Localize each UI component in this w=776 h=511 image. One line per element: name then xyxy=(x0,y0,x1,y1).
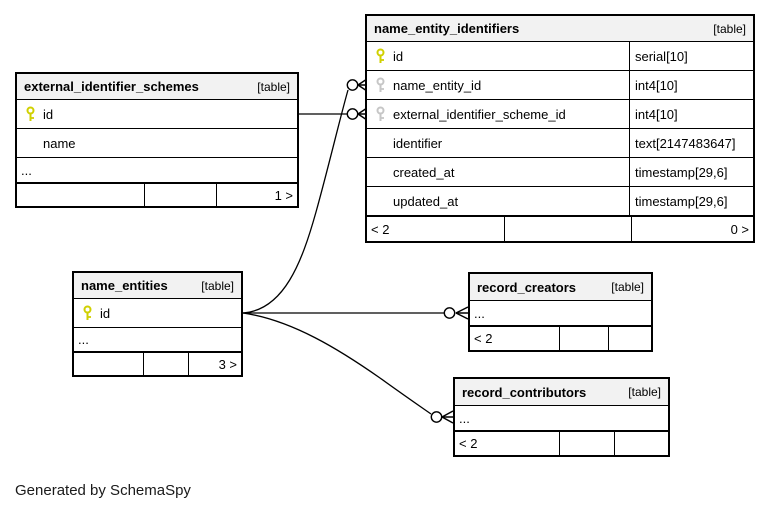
table-header[interactable]: name_entities [table] xyxy=(74,273,241,299)
zero-or-one-circle xyxy=(346,79,359,91)
column-name: external_identifier_scheme_id xyxy=(393,106,566,122)
column-name: name_entity_id xyxy=(393,77,482,93)
footer-parents-count xyxy=(615,432,668,455)
primary-key-icon xyxy=(374,48,386,64)
zero-or-one-circle xyxy=(346,108,359,120)
table-name-entities[interactable]: name_entities [table] id ... 3 > xyxy=(72,271,243,377)
table-footer: 3 > xyxy=(74,352,241,375)
footer-middle-cell xyxy=(145,184,217,206)
footer-parents-count: 3 > xyxy=(218,356,237,372)
table-footer: 1 > xyxy=(17,183,297,206)
footer-parents-count: 0 > xyxy=(730,221,749,237)
column-name: id xyxy=(43,106,54,122)
column-name: id xyxy=(393,48,404,64)
zero-or-one-circle xyxy=(430,411,443,423)
column-name: created_at xyxy=(393,164,455,180)
column-name: identifier xyxy=(393,135,443,151)
column-type: serial[10] xyxy=(629,42,753,70)
relationship-name-entities-to-record-contributors xyxy=(242,312,454,424)
column-row-name-entity-id: name_entity_id int4[10] xyxy=(367,71,753,100)
ellipsis-label: ... xyxy=(474,305,485,321)
column-row-updated-at: updated_at timestamp[29,6] xyxy=(367,187,753,216)
footer-parents-count xyxy=(609,327,651,350)
column-type: int4[10] xyxy=(629,71,753,99)
table-tag: [table] xyxy=(628,385,661,399)
table-footer: < 2 xyxy=(455,431,668,455)
ellipsis-label: ... xyxy=(459,410,470,426)
footer-middle-cell xyxy=(560,327,609,350)
table-tag: [table] xyxy=(201,278,234,293)
table-title[interactable]: record_contributors xyxy=(462,384,587,400)
table-record-creators[interactable]: record_creators [table] ... < 2 xyxy=(468,272,653,352)
table-external-identifier-schemes[interactable]: external_identifier_schemes [table] id n… xyxy=(15,72,299,208)
generator-note: Generated by SchemaSpy xyxy=(15,482,191,499)
table-header[interactable]: record_contributors [table] xyxy=(455,379,668,406)
relationship-external-identifier-schemes-to-name-entity-identifiers xyxy=(299,107,368,121)
table-name-entity-identifiers[interactable]: name_entity_identifiers [table] id seria… xyxy=(365,14,755,243)
ellipsis-label: ... xyxy=(78,332,89,347)
primary-key-icon xyxy=(24,106,36,122)
column-row-id: id xyxy=(74,299,241,328)
foreign-key-icon xyxy=(374,106,386,122)
collapsed-columns-row: ... xyxy=(455,406,668,431)
footer-middle-cell xyxy=(505,217,632,241)
column-name: updated_at xyxy=(393,193,459,209)
column-row-created-at: created_at timestamp[29,6] xyxy=(367,158,753,187)
footer-children-count xyxy=(74,353,144,375)
table-header[interactable]: external_identifier_schemes [table] xyxy=(17,74,297,100)
footer-middle-cell xyxy=(144,353,189,375)
relationship-name-entities-to-name-entity-identifiers xyxy=(242,78,368,314)
column-row-external-identifier-scheme-id: external_identifier_scheme_id int4[10] xyxy=(367,100,753,129)
column-type: text[2147483647] xyxy=(629,129,753,157)
crow-foot-icon xyxy=(455,306,469,320)
collapsed-columns-row: ... xyxy=(470,301,651,326)
column-type: timestamp[29,6] xyxy=(629,187,753,215)
footer-parents-count: 1 > xyxy=(274,187,293,203)
footer-children-count: < 2 xyxy=(470,327,560,350)
primary-key-icon xyxy=(81,305,93,321)
table-tag: [table] xyxy=(713,21,746,36)
table-footer: < 2 xyxy=(470,326,651,350)
crow-foot-icon xyxy=(441,410,454,424)
ellipsis-label: ... xyxy=(21,162,32,178)
collapsed-columns-row: ... xyxy=(17,158,297,183)
column-name: name xyxy=(43,135,76,151)
column-row-id: id xyxy=(17,100,297,129)
table-record-contributors[interactable]: record_contributors [table] ... < 2 xyxy=(453,377,670,457)
column-row-name: name xyxy=(17,129,297,158)
table-title[interactable]: name_entity_identifiers xyxy=(374,21,520,36)
column-type: int4[10] xyxy=(629,100,753,128)
footer-children-count: < 2 xyxy=(455,432,560,455)
collapsed-columns-row: ... xyxy=(74,328,241,352)
table-tag: [table] xyxy=(611,280,644,294)
column-row-identifier: identifier text[2147483647] xyxy=(367,129,753,158)
table-footer: < 2 0 > xyxy=(367,216,753,241)
foreign-key-icon xyxy=(374,77,386,93)
footer-middle-cell xyxy=(560,432,615,455)
table-header[interactable]: record_creators [table] xyxy=(470,274,651,301)
zero-or-one-circle xyxy=(443,307,456,319)
table-header[interactable]: name_entity_identifiers [table] xyxy=(367,16,753,42)
footer-children-count xyxy=(17,184,145,206)
column-name: id xyxy=(100,305,111,321)
column-type: timestamp[29,6] xyxy=(629,158,753,186)
table-title[interactable]: external_identifier_schemes xyxy=(24,79,199,94)
table-tag: [table] xyxy=(257,79,290,94)
relationship-name-entities-to-record-creators xyxy=(243,306,469,320)
table-title[interactable]: record_creators xyxy=(477,279,576,295)
footer-children-count: < 2 xyxy=(367,217,505,241)
column-row-id: id serial[10] xyxy=(367,42,753,71)
table-title[interactable]: name_entities xyxy=(81,278,168,293)
